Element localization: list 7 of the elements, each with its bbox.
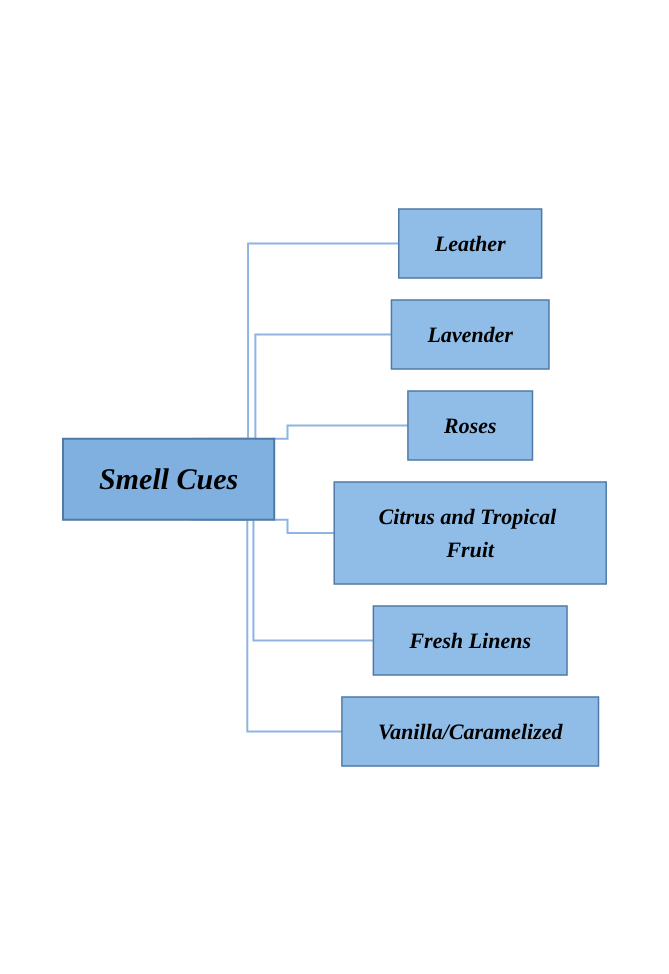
node-box: Lavender [390,298,550,370]
node-box: Smell Cues [62,437,276,520]
node-box: Vanilla/Caramelized [341,696,600,766]
node-box: Roses [407,390,534,460]
node-box: Citrus and Tropical Fruit [333,480,607,584]
node-box: Fresh Linens [372,604,568,676]
node-box: Leather [398,208,542,278]
